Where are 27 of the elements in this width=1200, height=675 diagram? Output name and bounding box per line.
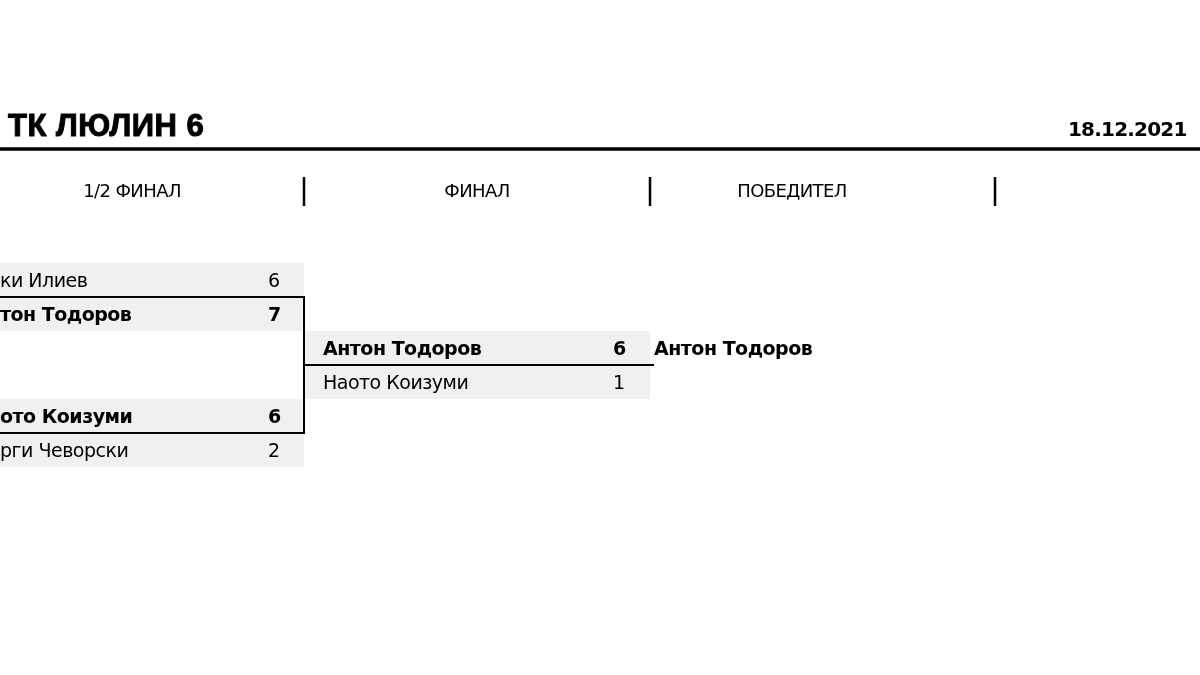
score: 6 — [268, 404, 281, 429]
player-row — [304, 331, 650, 365]
player-row — [0, 433, 304, 467]
player-row — [0, 297, 304, 331]
player-name: ки Илиев — [0, 268, 88, 293]
player-name: Антон Тодоров — [323, 336, 482, 361]
player-name: тон Тодоров — [0, 302, 132, 327]
date-text: 18.12.2021 — [1068, 117, 1187, 141]
title: ТК ЛЮЛИН 6 — [8, 108, 205, 144]
player-name: Наото Коизуми — [323, 370, 469, 395]
bracket-connector — [0, 296, 305, 366]
winner-name: Антон Тодоров — [654, 331, 813, 365]
round-header: ФИНАЛ — [444, 180, 510, 201]
player-row — [304, 365, 650, 399]
bracket-connector — [0, 364, 305, 434]
round-header: ПОБЕДИТЕЛ — [737, 180, 847, 201]
score: 2 — [268, 438, 280, 463]
bracket-connector — [303, 364, 655, 366]
round-header: 1/2 ФИНАЛ — [83, 180, 181, 201]
player-name: рги Чеворски — [0, 438, 129, 463]
player-name: ото Коизуми — [0, 404, 133, 429]
score: 7 — [268, 302, 281, 327]
score: 6 — [613, 336, 626, 361]
score: 1 — [613, 370, 625, 395]
player-row — [0, 263, 304, 297]
player-row — [0, 399, 304, 433]
score: 6 — [268, 268, 280, 293]
